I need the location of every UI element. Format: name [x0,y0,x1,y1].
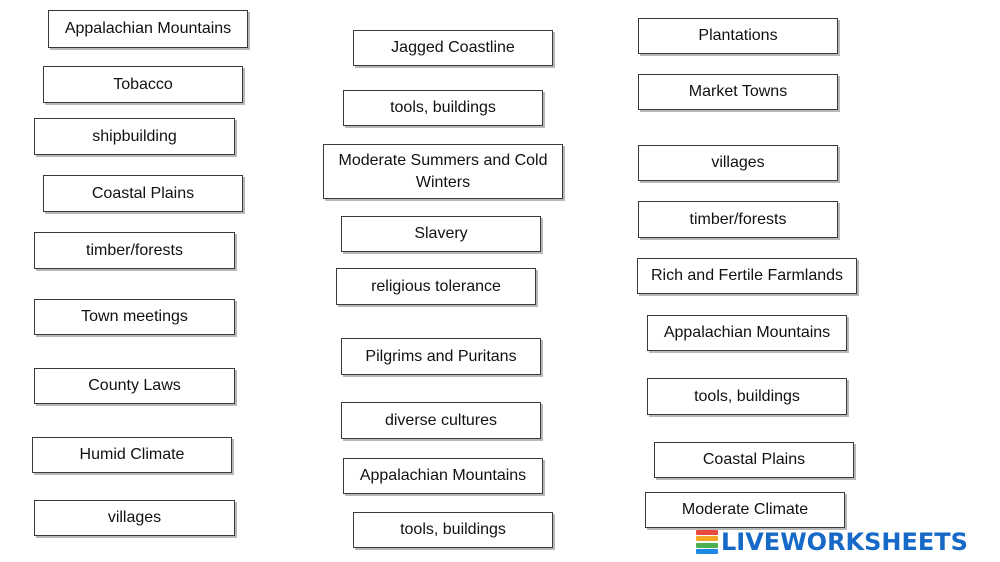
drag-card-right-3[interactable]: villages [638,145,838,181]
drag-card-middle-6[interactable]: Pilgrims and Puritans [341,338,541,375]
badge-stripe-orange [696,536,718,542]
drag-card-right-9[interactable]: Moderate Climate [645,492,845,528]
drag-card-right-4[interactable]: timber/forests [638,201,838,238]
drag-card-left-5[interactable]: timber/forests [34,232,235,269]
drag-card-right-2[interactable]: Market Towns [638,74,838,110]
drag-card-right-1[interactable]: Plantations [638,18,838,54]
drag-card-middle-3[interactable]: Moderate Summers and Cold Winters [323,144,563,199]
drag-card-middle-9[interactable]: tools, buildings [353,512,553,548]
drag-card-right-6[interactable]: Appalachian Mountains [647,315,847,351]
drag-card-right-8[interactable]: Coastal Plains [654,442,854,478]
drag-card-left-4[interactable]: Coastal Plains [43,175,243,212]
liveworksheets-badge-icon [696,530,718,554]
drag-card-right-7[interactable]: tools, buildings [647,378,847,415]
drag-card-left-8[interactable]: Humid Climate [32,437,232,473]
drag-card-left-1[interactable]: Appalachian Mountains [48,10,248,48]
drag-card-middle-7[interactable]: diverse cultures [341,402,541,439]
drag-card-middle-8[interactable]: Appalachian Mountains [343,458,543,494]
badge-stripe-red [696,530,718,535]
drag-card-left-6[interactable]: Town meetings [34,299,235,335]
drag-card-left-7[interactable]: County Laws [34,368,235,404]
drag-card-middle-2[interactable]: tools, buildings [343,90,543,126]
drag-card-middle-1[interactable]: Jagged Coastline [353,30,553,66]
liveworksheets-logo: LIVEWORKSHEETS [696,528,968,556]
brand-wordmark: LIVEWORKSHEETS [721,528,968,556]
badge-stripe-green [696,542,718,548]
drag-card-left-9[interactable]: villages [34,500,235,536]
drag-card-middle-5[interactable]: religious tolerance [336,268,536,305]
drag-card-middle-4[interactable]: Slavery [341,216,541,252]
drag-card-left-2[interactable]: Tobacco [43,66,243,103]
badge-stripe-blue [696,548,718,554]
drag-card-left-3[interactable]: shipbuilding [34,118,235,155]
drag-card-right-5[interactable]: Rich and Fertile Farmlands [637,258,857,294]
